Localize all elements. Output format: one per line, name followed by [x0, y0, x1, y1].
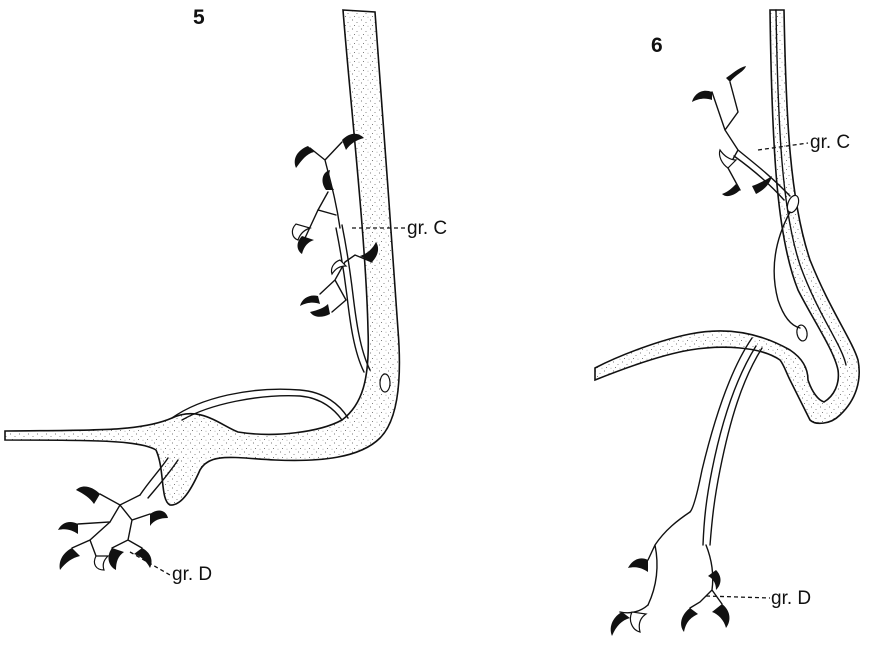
- fig6-leader-d: [706, 596, 770, 598]
- fig5-group-d-cluster: [58, 487, 168, 570]
- fig6-label-group-c: gr. C: [810, 132, 850, 154]
- fig5-leader-d: [130, 552, 170, 575]
- fig5-label-group-d: gr. D: [172, 564, 212, 586]
- fig5-label-group-c: gr. C: [407, 218, 447, 240]
- fig6-nerve-trunk: [595, 10, 859, 423]
- figure-number-6: 6: [651, 34, 663, 58]
- fig5-nerve-trunk: [5, 10, 399, 505]
- figure-number-5: 5: [193, 6, 205, 30]
- figure-5-drawing: [5, 10, 406, 575]
- figure-6-drawing: [595, 10, 859, 636]
- fig5-ganglion: [380, 374, 390, 392]
- fig6-label-group-d: gr. D: [771, 588, 811, 610]
